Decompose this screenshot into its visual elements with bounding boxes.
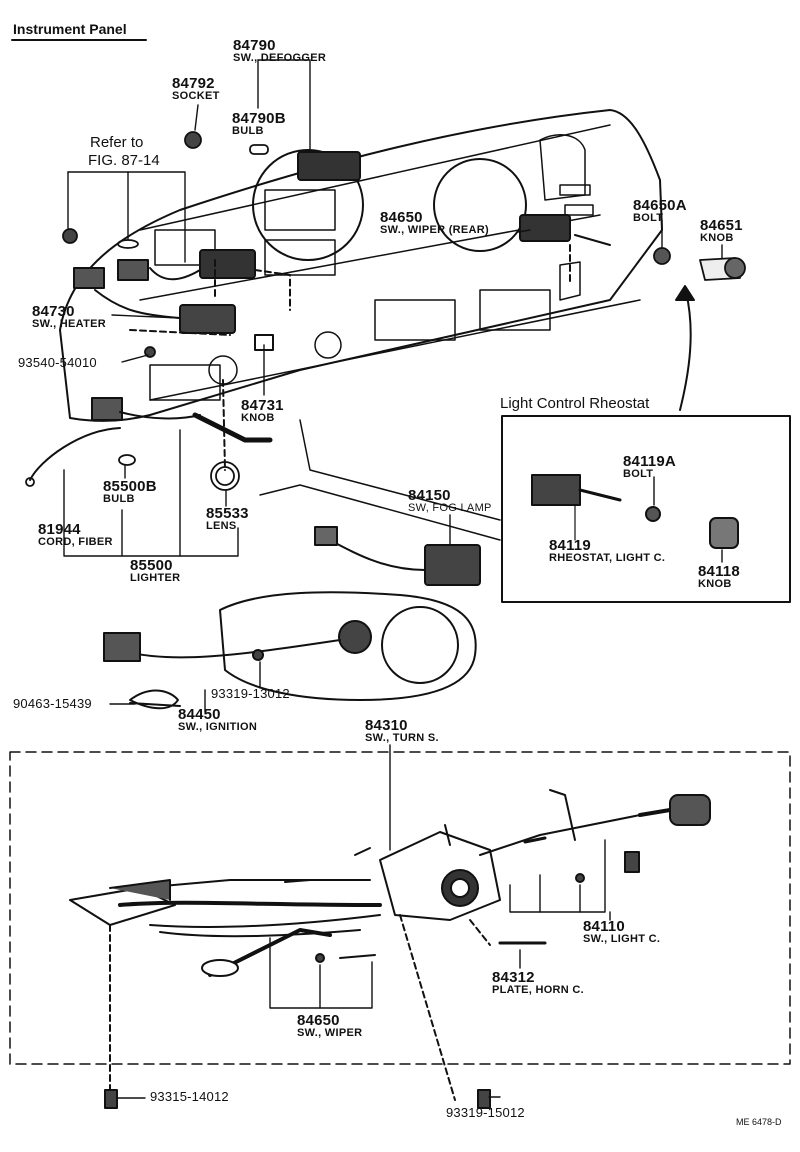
part-84790: 84790 SW., DEFOGGER xyxy=(233,38,326,64)
part-81944: 81944 CORD, FIBER xyxy=(38,522,113,548)
part-name: LIGHTER xyxy=(130,572,181,584)
part-name: SOCKET xyxy=(172,90,220,102)
part-number: 85500 xyxy=(130,557,173,574)
reference-line2: FIG. 87-14 xyxy=(88,152,160,169)
part-name: LENS xyxy=(206,520,237,532)
part-number: 84650 xyxy=(380,209,423,226)
part-84731: 84731 KNOB xyxy=(241,398,284,424)
inset-title: Light Control Rheostat xyxy=(500,395,650,412)
instrument-panel xyxy=(59,109,695,541)
part-name: BOLT xyxy=(623,468,654,480)
part-number: 93315-14012 xyxy=(150,1089,229,1104)
turn-switch-assembly xyxy=(69,789,711,1109)
part-number: 84110 xyxy=(583,918,625,935)
part-number: 84790B xyxy=(232,110,286,127)
part-number: 90463-15439 xyxy=(13,696,92,711)
part-name: KNOB xyxy=(698,578,732,590)
part-number: 84792 xyxy=(172,75,215,92)
part-name: KNOB xyxy=(700,232,734,244)
part-84650-wiper: 84650 SW., WIPER xyxy=(297,1013,362,1039)
part-name: SW., WIPER xyxy=(297,1027,363,1039)
part-name: SW, FOG LAMP xyxy=(408,502,492,514)
part-name: SW., TURN S. xyxy=(365,732,439,744)
part-number: 84310 xyxy=(365,717,408,734)
part-90463: 90463-15439 xyxy=(13,697,92,710)
part-name: RHEOSTAT, LIGHT C. xyxy=(549,552,666,564)
part-84119a: 84119A BOLT xyxy=(623,454,676,480)
part-85533: 85533 LENS xyxy=(206,506,249,532)
part-number: 93540-54010 xyxy=(18,355,97,370)
part-number: 84650A xyxy=(633,197,687,214)
part-84650a: 84650A BOLT xyxy=(633,198,687,224)
part-number: 81944 xyxy=(38,521,81,538)
part-name: PLATE, HORN C. xyxy=(492,984,584,996)
part-number: 84651 xyxy=(700,217,743,234)
part-number: 84730 xyxy=(32,303,75,320)
part-name: CORD, FIBER xyxy=(38,536,113,548)
part-84119: 84119 RHEOSTAT, LIGHT C. xyxy=(549,538,665,564)
part-name: BOLT xyxy=(633,212,664,224)
part-number: 84150 xyxy=(408,487,451,504)
part-name: SW., WIPER (REAR) xyxy=(380,224,489,236)
turn-switch-box xyxy=(9,751,791,1065)
part-85500b: 85500B BULB xyxy=(103,479,157,505)
part-84651: 84651 KNOB xyxy=(700,218,743,244)
part-84150: 84150 SW, FOG LAMP xyxy=(408,488,492,514)
part-85500: 85500 LIGHTER xyxy=(130,558,180,584)
part-name: BULB xyxy=(232,125,264,137)
part-93319-15012: 93319-15012 xyxy=(446,1106,525,1119)
part-number: 84790 xyxy=(233,37,276,54)
part-84312: 84312 PLATE, HORN C. xyxy=(492,970,584,996)
document-code: ME 6478-D xyxy=(736,1117,782,1127)
ignition-switch xyxy=(103,591,477,710)
part-93315: 93315-14012 xyxy=(150,1090,229,1103)
part-number: 84731 xyxy=(241,397,284,414)
fog-lamp-switch xyxy=(314,526,481,586)
part-84790b: 84790B BULB xyxy=(232,111,286,137)
part-number: 84450 xyxy=(178,706,221,723)
part-number: 93319-15012 xyxy=(446,1105,525,1120)
leader-lines xyxy=(63,59,723,1099)
part-name: KNOB xyxy=(241,412,275,424)
part-number: 85500B xyxy=(103,478,157,495)
part-name: SW., HEATER xyxy=(32,318,106,330)
part-name: SW., DEFOGGER xyxy=(233,52,327,64)
part-number: 84119 xyxy=(549,537,591,554)
page-title: Instrument Panel xyxy=(13,21,127,37)
part-84730: 84730 SW., HEATER xyxy=(32,304,106,330)
part-name: BULB xyxy=(103,493,135,505)
part-number: 93319-13012 xyxy=(211,686,290,701)
small-parts-top xyxy=(25,131,746,491)
part-number: 84119A xyxy=(623,453,676,470)
panel-switches xyxy=(73,151,611,471)
part-84110: 84110 SW., LIGHT C. xyxy=(583,919,660,945)
part-name: SW., IGNITION xyxy=(178,721,258,733)
part-number: 84650 xyxy=(297,1012,340,1029)
part-84118: 84118 KNOB xyxy=(698,564,740,590)
part-84792: 84792 SOCKET xyxy=(172,76,220,102)
part-name: SW., LIGHT C. xyxy=(583,933,661,945)
part-84650-rear: 84650 SW., WIPER (REAR) xyxy=(380,210,489,236)
part-84450: 84450 SW., IGNITION xyxy=(178,707,257,733)
rheostat-inset xyxy=(501,415,791,603)
part-93319-13012: 93319-13012 xyxy=(211,687,290,700)
part-number: 85533 xyxy=(206,505,249,522)
part-number: 84312 xyxy=(492,969,535,986)
reference-line1: Refer to xyxy=(90,134,144,151)
part-93540: 93540-54010 xyxy=(18,356,97,369)
part-84310: 84310 SW., TURN S. xyxy=(365,718,439,744)
part-number: 84118 xyxy=(698,563,740,580)
